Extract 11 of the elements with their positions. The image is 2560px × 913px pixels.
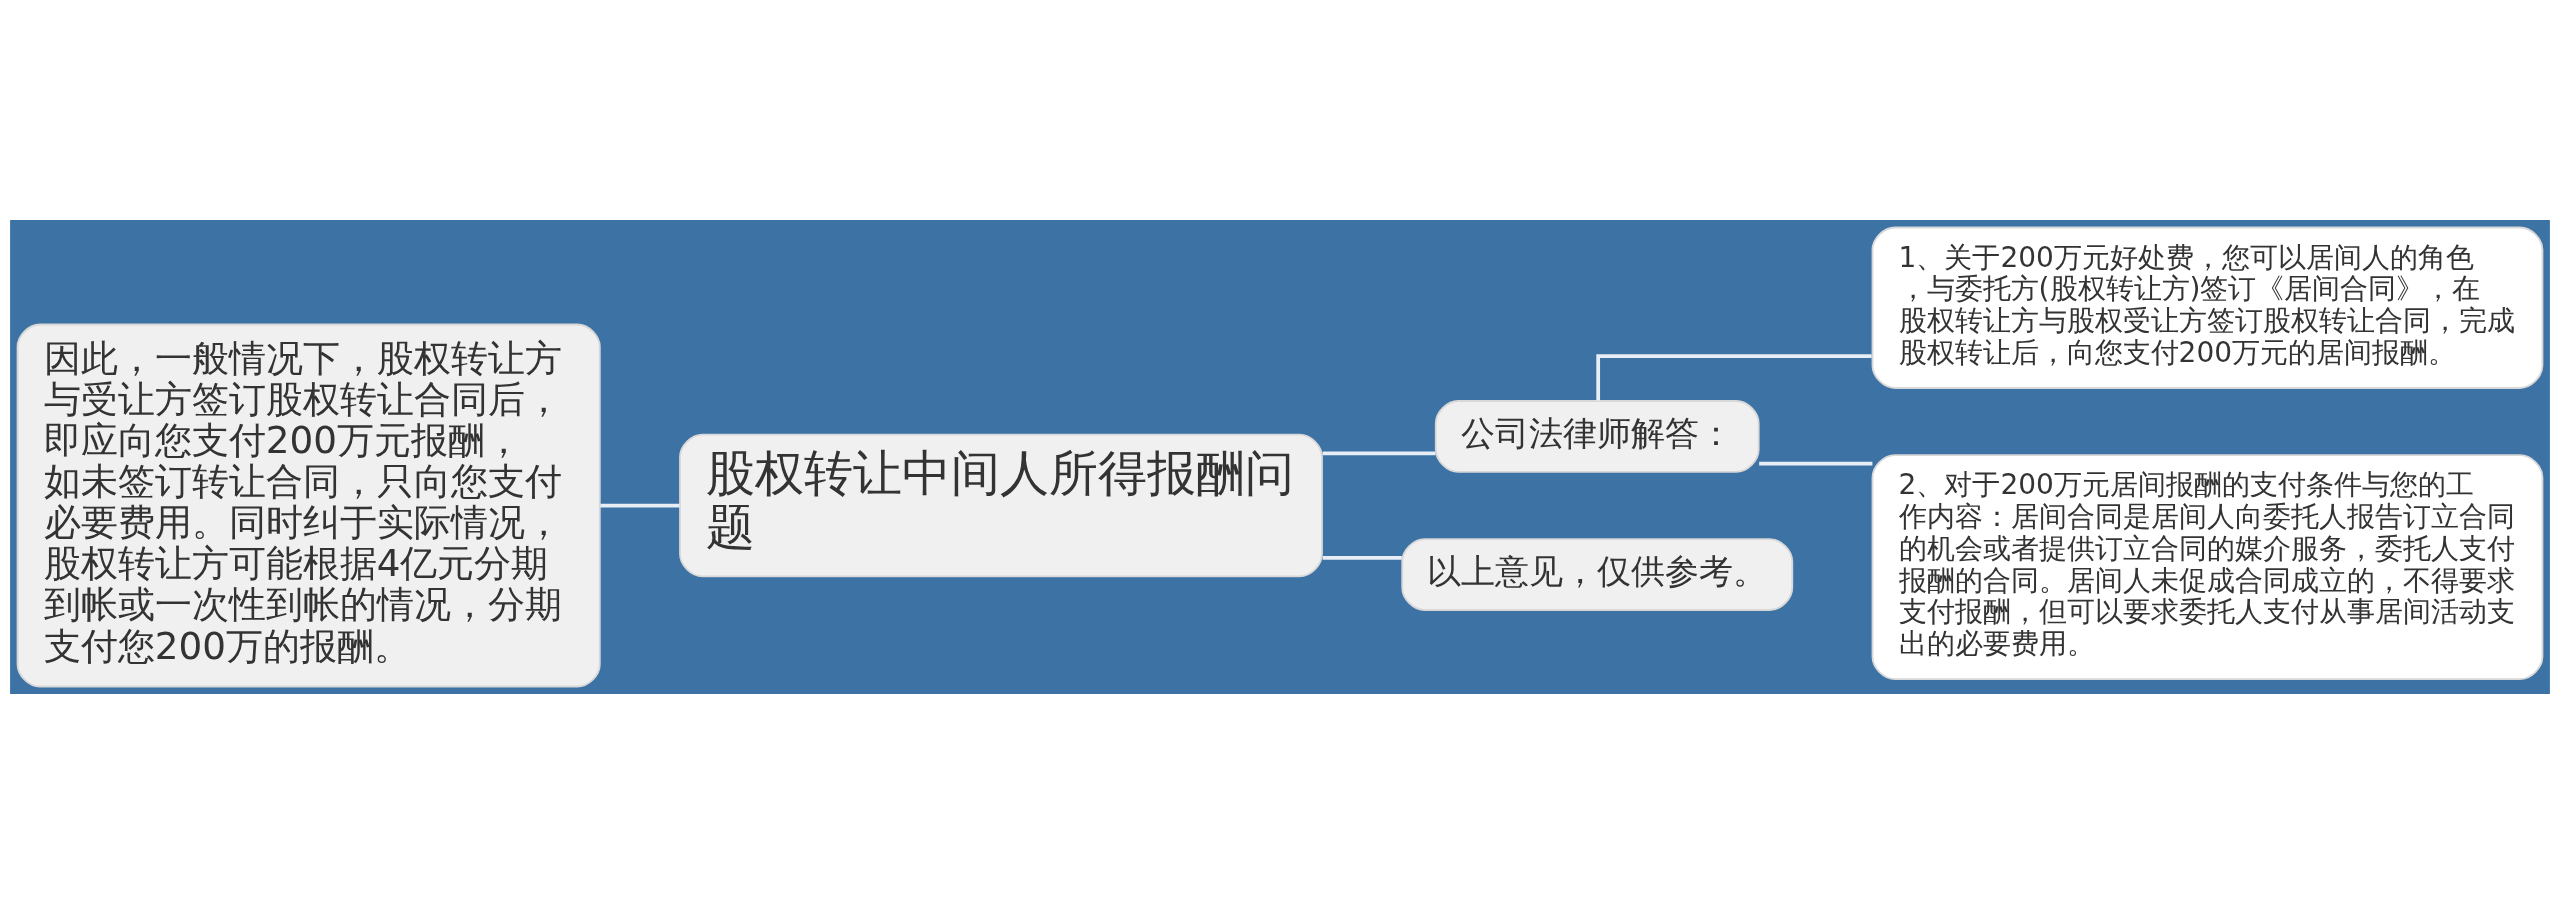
connector — [1759, 461, 1873, 465]
connector — [600, 503, 680, 507]
node-box: 2、对于200万元居间报酬的支付条件与您的工作内容：居间合同是居间人向委托人报告订立合同的机会或者提供订立合同的媒介服务，委托人支付报酬的合同。居间人未促成合同成立的，不得要求支付报酬，但可以要求委托人支付从事居间活动支出的必要费用。 — [1871, 453, 2544, 680]
connector — [1596, 353, 1872, 401]
node-box: 公司法律师解答： — [1434, 399, 1760, 473]
node-box: 1、关于200万元好处费，您可以居间人的角色，与委托方(股权转让方)签订《居间合同》，在股权转让方与股权受让方签订股权转让合同，完成股权转让后，向您支付200万元的居间报酬。 — [1871, 226, 2544, 389]
connector — [1322, 555, 1402, 560]
node-box: 股权转让中间人所得报酬问题 — [679, 433, 1323, 577]
connector — [1322, 450, 1436, 455]
node-box: 因此，一般情况下，股权转让方与受让方签订股权转让合同后，即应向您支付200万元报酬，如未签订转让合同，只向您支付必要费用。同时纠于实际情况，股权转让方可能根据4亿元分期到帐或一次性到帐的情况，分期支付您200万的报酬。 — [16, 323, 601, 687]
node-box: 以上意见，仅供参考。 — [1401, 537, 1794, 611]
